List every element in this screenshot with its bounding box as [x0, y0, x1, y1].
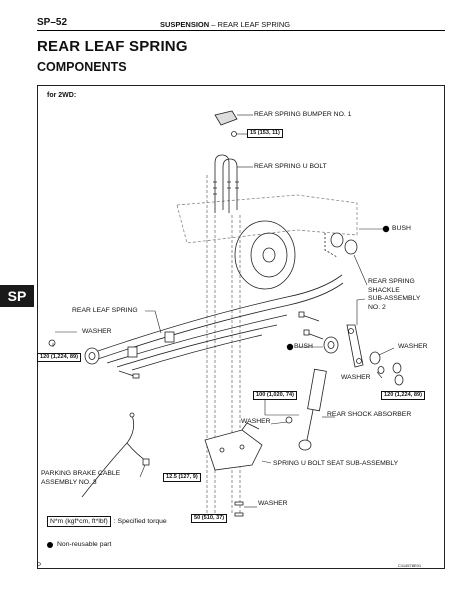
non-reusable-legend: Non-reusable part [47, 541, 111, 548]
label-bush-top: BUSH [392, 225, 411, 232]
label-washer-right-bottom: WASHER [341, 374, 371, 381]
header-separator: – [211, 20, 216, 29]
label-rear-spring-bumper: REAR SPRING BUMPER NO. 1 [254, 111, 352, 118]
torque-bumper: 15 (153, 11) [247, 129, 283, 138]
section-title: COMPONENTS [37, 60, 127, 74]
section-tab[interactable]: SP [0, 285, 34, 307]
header-subsection: REAR LEAF SPRING [217, 20, 291, 29]
label-washer-bottom: WASHER [258, 500, 288, 507]
label-rear-spring-u-bolt: REAR SPRING U BOLT [254, 163, 327, 170]
label-bush-mid: BUSH [294, 343, 313, 350]
page-title: REAR LEAF SPRING [37, 38, 188, 55]
torque-legend-desc: : Specified torque [113, 518, 167, 525]
variant-label: for 2WD: [47, 92, 77, 99]
label-spring-u-bolt-seat: SPRING U BOLT SEAT SUB-ASSEMBLY [273, 460, 399, 467]
torque-unit-box: N*m (kgf*cm, ft*lbf) [47, 516, 111, 527]
label-parking-brake-cable: PARKING BRAKE CABLE ASSEMBLY NO. 3 [41, 470, 121, 486]
torque-legend: N*m (kgf*cm, ft*lbf) : Specified torque [47, 516, 167, 527]
header-rule [37, 30, 445, 31]
components-diagram [48, 110, 404, 517]
label-shackle: REAR SPRING SHACKLE SUB-ASSEMBLY NO. 2 [368, 278, 421, 311]
header-section: SUSPENSION [160, 20, 210, 29]
torque-left-front: 120 (1,224, 89) [37, 353, 81, 362]
non-reusable-dot-icon [47, 541, 53, 548]
torque-shock-upper: 100 (1,020, 74) [253, 391, 297, 400]
running-header: SUSPENSION – REAR LEAF SPRING [160, 20, 290, 29]
label-washer-mid: WASHER [241, 418, 271, 425]
non-reusable-text: Non-reusable part [57, 541, 112, 548]
torque-bottom: 50 (510, 37) [191, 514, 228, 523]
torque-cable: 12.5 (127, 9) [163, 473, 201, 482]
label-washer-left: WASHER [82, 328, 112, 335]
footer-code: C114578E01 [398, 563, 422, 568]
label-washer-right-top: WASHER [398, 343, 428, 350]
footer-page-marker: P [37, 563, 42, 569]
page-number: SP–52 [37, 17, 68, 28]
label-rear-leaf-spring: REAR LEAF SPRING [72, 307, 138, 314]
diagram-frame [37, 85, 445, 569]
torque-right-shackle: 120 (1,224, 89) [381, 391, 425, 400]
label-rear-shock-absorber: REAR SHOCK ABSORBER [327, 411, 412, 418]
